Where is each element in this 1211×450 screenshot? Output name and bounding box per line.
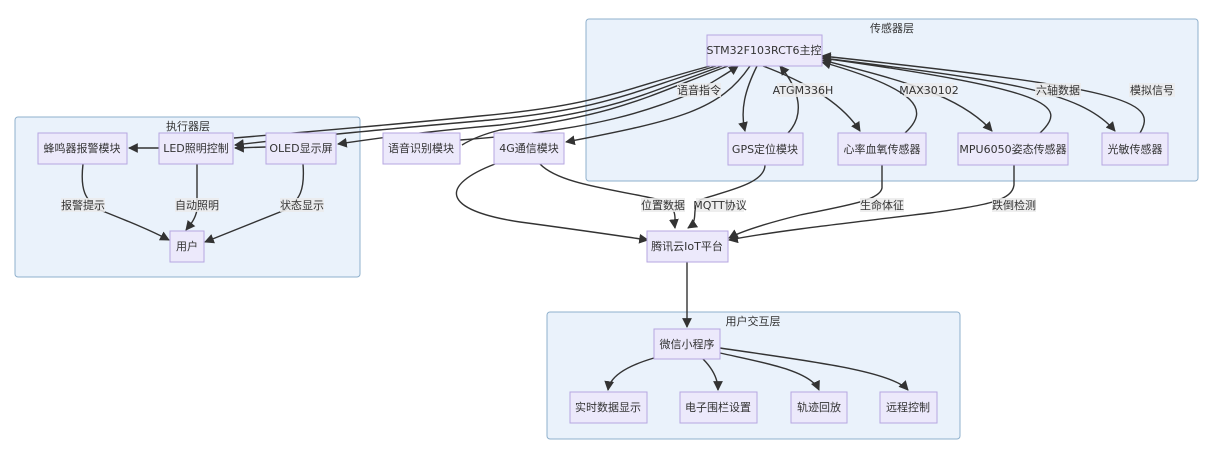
edge-label-voice-command: 语音指令	[677, 83, 721, 97]
svg-text:ATGM336H: ATGM336H	[773, 84, 834, 97]
node-light-sensor[interactable]: 光敏传感器	[1101, 132, 1169, 166]
svg-text:OLED显示屏: OLED显示屏	[269, 142, 332, 155]
edge-hr-cloud	[728, 165, 883, 239]
svg-text:微信小程序: 微信小程序	[660, 337, 715, 351]
svg-text:报警提示: 报警提示	[61, 198, 105, 212]
svg-text:轨迹回放: 轨迹回放	[797, 400, 841, 414]
edge-voice-mcu	[459, 65, 739, 141]
svg-text:MAX30102: MAX30102	[899, 84, 959, 97]
node-4g-module[interactable]: 4G通信模块	[493, 132, 565, 165]
svg-text:LED照明控制: LED照明控制	[163, 141, 229, 155]
svg-text:心率血氧传感器: 心率血氧传感器	[844, 142, 921, 156]
cluster-title-sensor: 传感器层	[870, 22, 914, 35]
node-geofence-settings[interactable]: 电子围栏设置	[679, 391, 758, 424]
edge-label-auto-light: 自动照明	[175, 198, 219, 212]
cluster-user-layer: 用户交互层	[546, 311, 961, 440]
node-tencent-cloud[interactable]: 腾讯云IoT平台	[646, 230, 729, 263]
svg-text:语音指令: 语音指令	[677, 83, 721, 97]
node-mpu6050[interactable]: MPU6050姿态传感器	[957, 132, 1069, 166]
node-realtime-display[interactable]: 实时数据显示	[569, 391, 648, 424]
svg-text:GPS定位模块: GPS定位模块	[732, 142, 798, 156]
svg-text:模拟信号: 模拟信号	[1130, 83, 1174, 97]
edge-label-mqtt: MQTT协议	[693, 198, 747, 212]
svg-text:语音识别模块: 语音识别模块	[388, 141, 454, 155]
svg-text:六轴数据: 六轴数据	[1036, 83, 1080, 97]
node-buzzer[interactable]: 蜂鸣器报警模块	[37, 132, 128, 165]
cluster-title-actuator: 执行器层	[166, 119, 210, 133]
edge-wechat-realtime	[604, 357, 655, 391]
node-oled[interactable]: OLED显示屏	[265, 132, 337, 165]
edge-mpu-mcu	[821, 54, 1052, 134]
edge-mcu-light	[821, 57, 1116, 132]
svg-text:用户: 用户	[176, 239, 198, 253]
edge-label-atgm336h: ATGM336H	[773, 83, 834, 97]
edge-mpu-cloud	[728, 165, 1015, 244]
edge-label-six-axis: 六轴数据	[1035, 83, 1081, 97]
edge-labels: 语音指令 ATGM336H MAX30102 六轴数据 模拟信号 报警提示 自动…	[61, 83, 1175, 212]
svg-text:电子围栏设置: 电子围栏设置	[685, 400, 751, 414]
edge-label-location: 位置数据	[641, 198, 685, 212]
cluster-title-user: 用户交互层	[726, 314, 781, 328]
edge-hr-mcu	[821, 59, 918, 134]
edge-light-mcu	[821, 52, 1145, 134]
svg-text:状态显示: 状态显示	[280, 198, 324, 212]
svg-text:跌倒检测: 跌倒检测	[992, 198, 1036, 212]
svg-text:4G通信模块: 4G通信模块	[499, 142, 559, 155]
svg-text:位置数据: 位置数据	[641, 198, 685, 212]
edge-label-max30102: MAX30102	[899, 83, 959, 97]
svg-text:MQTT协议: MQTT协议	[693, 198, 746, 212]
svg-text:远程控制: 远程控制	[886, 400, 930, 414]
node-heart-rate-sensor[interactable]: 心率血氧传感器	[837, 132, 927, 166]
edge-mcu-buzzer-route	[233, 65, 711, 139]
svg-text:MPU6050姿态传感器: MPU6050姿态传感器	[959, 143, 1066, 156]
edge-gps-mcu	[779, 65, 799, 134]
svg-text:自动照明: 自动照明	[175, 199, 219, 212]
svg-text:腾讯云IoT平台: 腾讯云IoT平台	[651, 239, 723, 253]
svg-text:STM32F103RCT6主控: STM32F103RCT6主控	[706, 43, 821, 57]
edge-label-analog-signal: 模拟信号	[1129, 83, 1175, 97]
edge-mcu-gps	[738, 65, 758, 132]
svg-text:光敏传感器: 光敏传感器	[1108, 142, 1163, 156]
node-remote-control[interactable]: 远程控制	[879, 391, 938, 424]
edge-lte-cloud	[539, 163, 679, 229]
edge-mcu-lte	[565, 65, 751, 146]
svg-text:生命体征: 生命体征	[860, 198, 904, 212]
edge-label-vitals: 生命体征	[860, 198, 904, 212]
node-wechat-miniprogram[interactable]: 微信小程序	[653, 328, 721, 360]
svg-text:实时数据显示: 实时数据显示	[575, 400, 641, 414]
node-user-person[interactable]: 用户	[169, 230, 205, 263]
edge-wechat-remote	[719, 347, 909, 391]
svg-text:蜂鸣器报警模块: 蜂鸣器报警模块	[44, 141, 121, 155]
edge-lte-cloud-left	[455, 163, 649, 244]
edge-label-status: 状态显示	[280, 198, 324, 212]
edge-oled-led	[234, 142, 267, 153]
node-gps[interactable]: GPS定位模块	[727, 132, 804, 166]
edge-wechat-fence	[702, 358, 723, 391]
edge-label-fall-detect: 跌倒检测	[992, 198, 1036, 212]
node-led[interactable]: LED照明控制	[158, 132, 234, 165]
edge-wechat-track	[719, 352, 820, 391]
edge-label-alarm: 报警提示	[61, 198, 105, 212]
node-track-playback[interactable]: 轨迹回放	[790, 391, 848, 424]
node-voice-recognition[interactable]: 语音识别模块	[382, 132, 461, 165]
nodes: STM32F103RCT6主控 GPS定位模块 心率血氧传感器 MPU6050姿…	[37, 34, 1169, 424]
node-mcu[interactable]: STM32F103RCT6主控	[706, 34, 823, 67]
